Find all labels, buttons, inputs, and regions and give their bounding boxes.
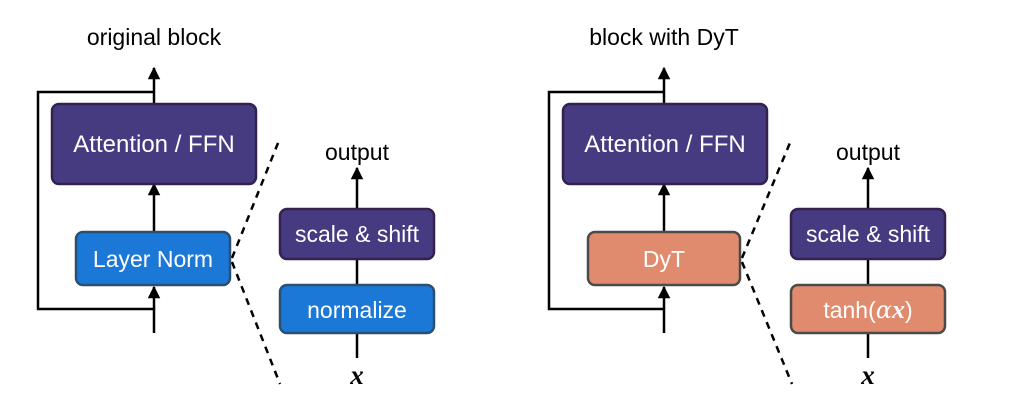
right-tanh-suffix: ) <box>905 297 913 323</box>
right-detail-output-label: output <box>836 139 901 165</box>
right-tanh-alpha: α <box>876 296 892 324</box>
left-normalize-label: normalize <box>307 297 407 323</box>
right-tanh-prefix: tanh( <box>823 297 876 323</box>
right-panel-title: block with DyT <box>589 24 739 50</box>
right-scale-shift-label: scale & shift <box>806 221 931 247</box>
right-attention-ffn-box <box>561 102 769 186</box>
left-zoom-line-top <box>230 137 282 259</box>
left-residual-line <box>36 90 156 333</box>
right-panel: block with DyT Attention / FFN DyT outpu… <box>547 24 947 390</box>
right-tanh-x: x <box>891 295 905 324</box>
left-normalize-box <box>278 283 436 335</box>
left-layer-norm-box <box>74 230 232 287</box>
right-zoom-line-top <box>740 137 794 259</box>
left-panel: original block Attention / FFN Layer Nor… <box>36 24 436 390</box>
right-scale-shift-box <box>789 207 947 261</box>
left-detail-output-label: output <box>325 139 390 165</box>
left-scale-shift-box <box>278 207 436 261</box>
left-layer-norm-label: Layer Norm <box>93 246 213 272</box>
right-attention-ffn-label: Attention / FFN <box>584 131 745 158</box>
right-zoom-line-bottom <box>740 261 794 385</box>
right-tanh-label: tanh(αx) <box>823 295 912 324</box>
right-residual-line <box>547 90 666 333</box>
right-dyt-label: DyT <box>643 246 685 272</box>
left-panel-title: original block <box>87 24 222 50</box>
left-scale-shift-label: scale & shift <box>295 221 420 247</box>
left-attention-ffn-box <box>50 102 258 186</box>
right-dyt-box <box>586 230 742 287</box>
right-tanh-box <box>789 283 947 335</box>
right-detail-input-label: x <box>860 360 875 390</box>
left-attention-ffn-label: Attention / FFN <box>73 131 234 158</box>
left-zoom-line-bottom <box>230 261 282 385</box>
left-detail-input-label: x <box>349 360 364 390</box>
